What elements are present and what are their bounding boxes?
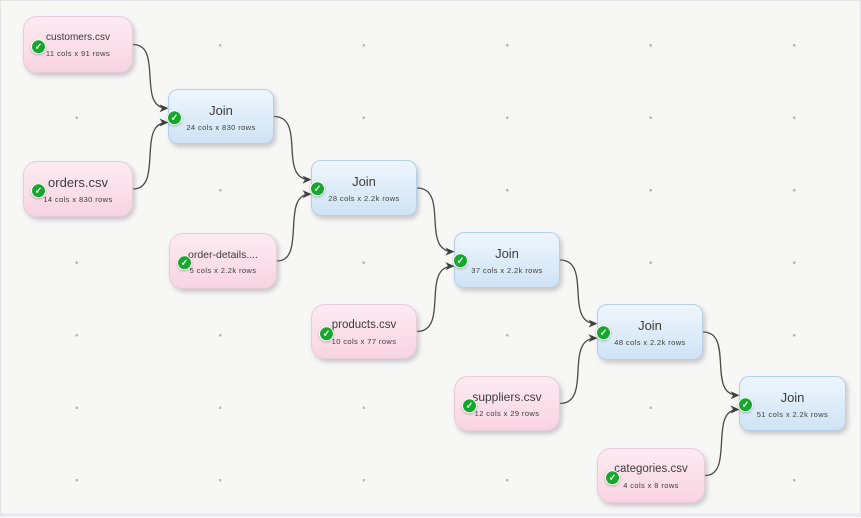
edge-join4-to-join5 [702,331,740,400]
edge-categories-to-join5 [704,405,740,477]
node-title: orders.csv [48,175,108,191]
check-circle-icon: ✓ [453,253,468,269]
node-products[interactable]: ✓products.csv 10 cols x 77 rows [311,304,417,359]
node-customers[interactable]: ✓customers.csv 11 cols x 91 rows [23,16,133,73]
edge-order-details-to-join2 [276,190,312,262]
node-title: customers.csv [46,32,110,44]
check-circle-icon: ✓ [738,396,753,412]
node-stats: 12 cols x 29 rows [474,409,540,419]
node-stats: 51 cols x 2.2k rows [756,409,829,419]
node-title: Join [780,389,805,405]
node-title: suppliers.csv [472,390,542,405]
node-stats: 14 cols x 830 rows [43,195,113,205]
node-stats: 10 cols x 77 rows [331,337,397,346]
node-orders[interactable]: ✓orders.csv 14 cols x 830 rows [23,161,133,217]
check-circle-icon: ✓ [31,38,46,54]
node-join3[interactable]: ✓ Join 37 cols x 2.2k rows [453,232,560,288]
node-stats: 28 cols x 2.2k rows [328,194,400,204]
check-circle-icon: ✓ [319,325,334,341]
check-circle-icon: ✓ [31,183,46,199]
node-title: Join [638,318,662,334]
edge-join1-to-join2 [273,115,312,184]
check-circle-icon: ✓ [310,181,325,197]
edge-join2-to-join3 [416,187,455,256]
node-join4[interactable]: ✓ Join 48 cols x 2.2k rows [596,304,703,360]
edge-customers-to-join1 [132,43,169,113]
node-title: Join [209,102,233,118]
edge-products-to-join3 [416,262,455,333]
check-circle-icon: ✓ [177,255,192,271]
node-stats: 37 cols x 2.2k rows [471,266,543,276]
check-circle-icon: ✓ [605,469,620,485]
node-join1[interactable]: ✓ Join 24 cols x 830 rows [167,89,274,144]
check-circle-icon: ✓ [167,109,182,125]
node-order-details[interactable]: ✓order-details.... 5 cols x 2.2k rows [169,233,277,289]
node-stats: 11 cols x 91 rows [45,49,111,59]
edge-orders-to-join1 [132,118,169,190]
node-title: Join [495,246,519,262]
node-stats: 5 cols x 2.2k rows [189,266,257,275]
check-circle-icon: ✓ [462,397,477,413]
node-title: categories.csv [614,462,688,475]
node-stats: 4 cols x 8 rows [623,481,679,490]
node-title: order-details.... [187,248,259,261]
node-title: Join [352,174,376,190]
node-stats: 48 cols x 2.2k rows [614,338,686,348]
node-stats: 24 cols x 830 rows [186,122,256,132]
edge-suppliers-to-join4 [559,334,598,405]
check-circle-icon: ✓ [596,325,611,341]
node-title: products.csv [331,318,397,331]
node-join5[interactable]: ✓ Join 51 cols x 2.2k rows [738,376,846,431]
node-suppliers[interactable]: ✓suppliers.csv 12 cols x 29 rows [454,376,560,431]
node-join2[interactable]: ✓ Join 28 cols x 2.2k rows [310,160,417,216]
edge-join3-to-join4 [559,259,598,328]
node-categories[interactable]: ✓categories.csv 4 cols x 8 rows [597,448,705,503]
